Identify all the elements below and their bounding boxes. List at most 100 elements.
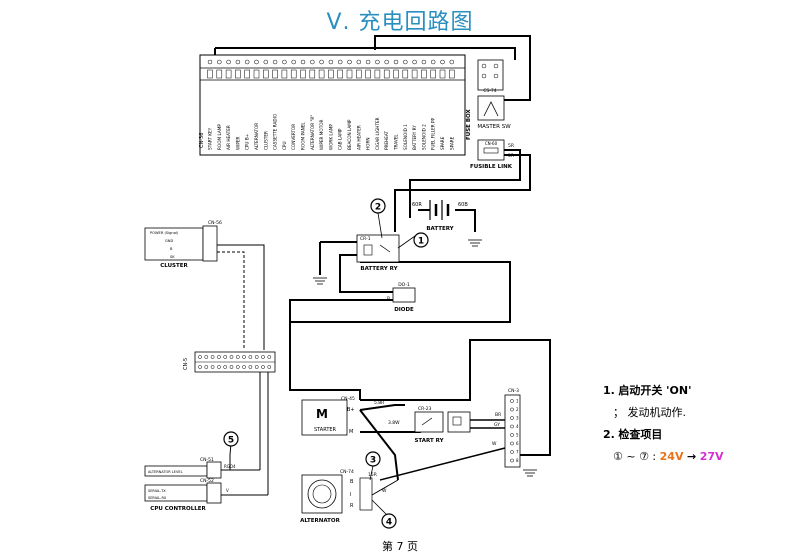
fuse-label: WORK LAMP — [328, 124, 333, 150]
starter-terminal-b: B+ — [347, 407, 355, 413]
fuse-element — [439, 69, 446, 79]
fuse-element — [328, 69, 334, 79]
note-item-2: 2. 检查项目 — [603, 424, 793, 446]
master-switch-label: MASTER SW — [477, 124, 511, 130]
callout-5: 5 — [223, 431, 239, 447]
cpu-pin-alternator: ALTERNATOR LEVEL — [148, 470, 183, 474]
fuse-element — [281, 69, 288, 79]
callout-4: 4 — [371, 499, 397, 529]
fuse-label: WIPER — [235, 136, 240, 150]
fuse-element — [235, 69, 241, 79]
fuse-label: TRAVEL — [394, 134, 399, 151]
junction-pin — [242, 355, 246, 359]
fuse-terminal — [440, 59, 445, 65]
fuse-label: SOLENOID 2 — [421, 124, 426, 150]
fuse-terminal — [319, 59, 324, 65]
fuse-element — [383, 69, 390, 79]
diode: DO-1 B DIODE — [387, 282, 416, 313]
svg-text:5: 5 — [228, 436, 234, 446]
main-wires — [289, 35, 551, 456]
fuse-label: CPU B+ — [245, 133, 250, 150]
fuse-terminal — [337, 59, 343, 65]
fuse-terminal — [272, 59, 278, 65]
alternator-terminal-r: R — [350, 503, 354, 509]
junction-pin — [217, 365, 221, 369]
junction-pin — [229, 355, 234, 359]
alternator-wire-w: W — [382, 488, 387, 494]
fuse-label: SOLENOID 1 — [403, 124, 408, 150]
fuse-terminal — [356, 59, 362, 65]
cpu-controller: ALTERNATOR LEVEL CN-51 RGO4 SERIAL-TX SE… — [144, 457, 236, 512]
starter: M STARTER CN-45 B+ M 5.8R 3.8W — [301, 396, 400, 436]
fuse-label: ROOM LAMP — [217, 124, 222, 150]
junction-pin — [210, 365, 215, 369]
battery-wire-right: 60B — [458, 202, 468, 208]
cn3-pin-number: 4 — [516, 424, 519, 429]
battery: 60R 60B BATTERY — [412, 200, 468, 232]
voltage-low: 24V — [659, 450, 684, 463]
cn3-wire-w: W — [492, 441, 497, 447]
junction-pin — [198, 355, 202, 359]
cn3-pin-number: 1 — [516, 399, 519, 404]
fuse-terminal — [254, 59, 259, 65]
fuse-terminal — [291, 59, 296, 65]
starter-wire-2: 3.8W — [388, 420, 400, 426]
starter-wire-1: 5.8R — [374, 400, 384, 406]
fuse-label: CASSETTE RADIO — [273, 113, 278, 150]
fuse-element — [309, 69, 316, 79]
ground-symbol-relay — [313, 277, 327, 285]
fuse-terminal — [347, 59, 352, 65]
starter-symbol: M — [316, 407, 328, 421]
diode-connector: DO-1 — [398, 282, 410, 288]
fuse-element — [411, 69, 418, 79]
svg-text:2: 2 — [375, 203, 381, 213]
cpu-connector-51: CN-51 — [200, 457, 214, 463]
fuse-terminal — [449, 59, 455, 65]
fuse-label: ALTERNATOR "R" — [310, 115, 315, 150]
fuse-element — [374, 69, 381, 79]
junction-pin — [248, 365, 253, 369]
fuse-terminal — [430, 59, 436, 65]
fuse-terminal — [226, 59, 231, 65]
cn3-wire-br: BR — [495, 412, 501, 418]
fuse-label: CPU — [282, 141, 287, 150]
svg-text:1: 1 — [418, 237, 424, 247]
note-item-1: 1. 启动开关 'ON' — [603, 380, 793, 402]
fuse-label: HORN — [366, 138, 371, 151]
fuse-element — [365, 69, 371, 79]
junction-pin — [254, 355, 259, 359]
fuse-label: PREHEAT — [384, 131, 389, 150]
fuse-element — [356, 69, 362, 79]
note-1-detail: ； 发动机动作. — [613, 406, 686, 419]
fuse-terminal — [282, 59, 287, 65]
alternator-label: ALTERNATOR — [300, 518, 340, 524]
junction-label: CN-5 — [183, 358, 189, 370]
fuse-terminal — [263, 59, 269, 65]
note-2-range-line: ① ~ ⑦ : 24V → 27V — [603, 446, 793, 468]
fuse-element — [449, 69, 455, 79]
cluster: POWER (Signal) GND B SK CN-56 CLUSTER — [144, 220, 222, 269]
note-1-number: 1. — [603, 384, 615, 397]
junction-pin — [267, 355, 272, 359]
note-2-label: 检查项目 — [618, 428, 663, 441]
junction-pin — [204, 355, 209, 359]
fuse-element — [290, 69, 297, 79]
junction-pin — [254, 365, 259, 369]
callout-2: 2 — [370, 198, 386, 239]
junction-pin — [242, 365, 246, 369]
fuse-terminal — [384, 59, 389, 65]
note-2-number: 2. — [603, 428, 615, 441]
fuse-terminal — [412, 59, 417, 65]
voltage-arrow: → — [686, 450, 697, 463]
junction-connector: CN-5 — [183, 351, 276, 373]
junction-pin — [210, 355, 215, 359]
fuse-box-label: FUSE BOX — [466, 108, 472, 140]
junction-pin — [261, 365, 265, 369]
junction-pin — [235, 365, 240, 369]
battery-label: BATTERY — [426, 226, 454, 232]
fuse-terminal — [235, 59, 241, 65]
